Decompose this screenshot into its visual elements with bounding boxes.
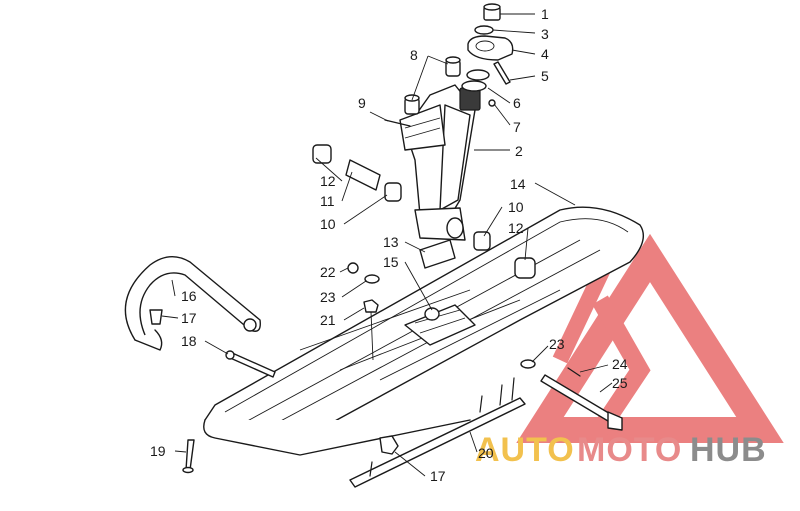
callout-12-left: 12 xyxy=(320,173,336,189)
callout-2: 2 xyxy=(515,143,523,159)
watermark-auto: AUTO xyxy=(475,431,575,469)
spacer-sleeve xyxy=(345,159,381,191)
callout-25: 25 xyxy=(612,375,628,391)
watermark-logo xyxy=(516,233,784,443)
callout-14: 14 xyxy=(510,176,526,192)
watermark-wordmark: AUTO MOTO HUB xyxy=(475,431,767,469)
callout-15: 15 xyxy=(383,254,399,270)
mounting-plate xyxy=(404,304,476,346)
callout-16: 16 xyxy=(181,288,197,304)
callout-9: 9 xyxy=(358,95,366,111)
callout-6: 6 xyxy=(513,95,521,111)
callout-7: 7 xyxy=(513,119,521,135)
ring-lower xyxy=(461,80,487,92)
ring-upper xyxy=(466,69,490,81)
washer-lower xyxy=(520,359,536,369)
rivet-upper xyxy=(149,309,163,325)
bushing-right-outer xyxy=(514,257,536,279)
callout-24: 24 xyxy=(612,356,628,372)
callout-labels: 1 3 4 5 6 7 2 8 9 12 11 10 14 10 12 13 1… xyxy=(150,6,628,484)
grease-fitting xyxy=(488,99,496,107)
washer-upper xyxy=(364,274,380,284)
watermark-hub: HUB xyxy=(690,431,767,469)
leader-lines xyxy=(161,13,613,477)
spindle-bolt xyxy=(540,374,623,431)
callout-10-right: 10 xyxy=(508,199,524,215)
callout-19: 19 xyxy=(150,443,166,459)
callout-17-lower: 17 xyxy=(430,468,446,484)
callout-21: 21 xyxy=(320,312,336,328)
callout-4: 4 xyxy=(541,46,549,62)
wear-bar-screw xyxy=(182,439,195,474)
spindle xyxy=(399,84,481,241)
washer xyxy=(474,25,494,35)
bushing-left-outer xyxy=(312,144,332,164)
callout-8: 8 xyxy=(410,47,418,63)
callout-22: 22 xyxy=(320,264,336,280)
screw xyxy=(384,119,411,127)
callout-10-left: 10 xyxy=(320,216,336,232)
watermark-triangle-outer xyxy=(516,233,784,443)
watermark-triangle-inner xyxy=(592,295,651,435)
bushing-upper xyxy=(445,56,461,77)
wear-bar xyxy=(349,377,526,488)
bumper-pad xyxy=(419,239,456,269)
top-cap xyxy=(483,3,501,21)
callout-5: 5 xyxy=(541,68,549,84)
callout-3: 3 xyxy=(541,26,549,42)
watermark-moto: MOTO xyxy=(577,431,682,469)
ski-loop-handle xyxy=(124,256,261,351)
bushing-right-inner xyxy=(473,231,491,251)
through-bolt xyxy=(225,350,276,378)
clamp-bolt xyxy=(493,61,511,85)
callout-12-right: 12 xyxy=(508,220,524,236)
callout-1: 1 xyxy=(541,6,549,22)
flange-nut xyxy=(363,299,379,313)
callout-13: 13 xyxy=(383,234,399,250)
bushing-left-inner xyxy=(384,182,402,202)
nut-upper xyxy=(347,262,359,274)
callout-11: 11 xyxy=(320,193,335,209)
callout-23-right: 23 xyxy=(549,336,565,352)
steering-arm xyxy=(467,35,514,61)
callout-23-left: 23 xyxy=(320,289,336,305)
callout-18: 18 xyxy=(181,333,197,349)
nut-lower xyxy=(379,435,399,455)
pin xyxy=(567,367,581,377)
watermark-triangle-left xyxy=(552,261,613,364)
callout-20: 20 xyxy=(478,445,494,461)
bushing-lower xyxy=(404,94,420,115)
callout-17-upper: 17 xyxy=(181,310,197,326)
